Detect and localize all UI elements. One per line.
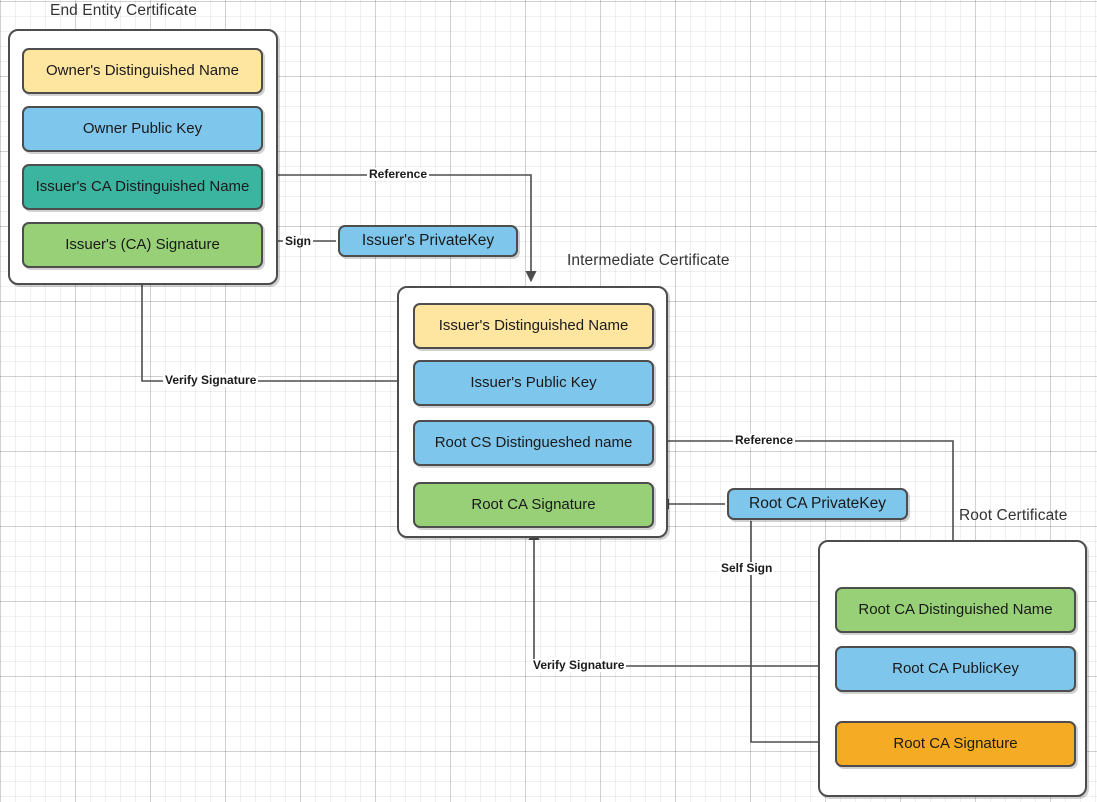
cert-title-intermediate: Intermediate Certificate	[567, 252, 730, 269]
wire-int-verify	[528, 528, 832, 667]
edge-label-root-self-sign: Self Sign	[719, 561, 775, 575]
wire-root-self-sign	[750, 521, 830, 748]
edge-label-int-verify: Verify Signature	[531, 658, 627, 672]
edge-label-ee-reference: Reference	[367, 167, 430, 181]
cert-title-end-entity: End Entity Certificate	[50, 2, 197, 19]
field-root-cs-distingueshed-name[interactable]: Root CS Distingueshed name	[413, 420, 654, 466]
key-issuers-privatekey[interactable]: Issuer's PrivateKey	[338, 225, 518, 257]
certificate-end-entity[interactable]: Owner's Distinguished Name Owner Public …	[8, 29, 278, 285]
certificate-root[interactable]: Root CA Distinguished Name Root CA Publi…	[818, 540, 1087, 797]
edge-label-ee-sign: Sign	[283, 234, 313, 248]
edge-label-ee-verify: Verify Signature	[163, 373, 259, 387]
field-owners-distinguished-name[interactable]: Owner's Distinguished Name	[22, 48, 263, 94]
field-owner-public-key[interactable]: Owner Public Key	[22, 106, 263, 152]
edge-label-int-reference: Reference	[733, 433, 796, 447]
field-issuers-ca-signature[interactable]: Issuer's (CA) Signature	[22, 222, 263, 268]
certificate-intermediate[interactable]: Issuer's Distinguished Name Issuer's Pub…	[397, 286, 668, 538]
key-root-ca-privatekey[interactable]: Root CA PrivateKey	[727, 488, 908, 520]
field-root-ca-signature[interactable]: Root CA Signature	[835, 721, 1076, 767]
cert-title-root: Root Certificate	[959, 507, 1068, 524]
field-root-ca-publickey[interactable]: Root CA PublicKey	[835, 646, 1076, 692]
field-issuers-distinguished-name[interactable]: Issuer's Distinguished Name	[413, 303, 654, 349]
field-issuers-public-key[interactable]: Issuer's Public Key	[413, 360, 654, 406]
field-issuers-ca-distinguished-name[interactable]: Issuer's CA Distinguished Name	[22, 164, 263, 210]
field-intermediate-root-ca-signature[interactable]: Root CA Signature	[413, 482, 654, 528]
field-root-ca-distinguished-name[interactable]: Root CA Distinguished Name	[835, 587, 1076, 633]
